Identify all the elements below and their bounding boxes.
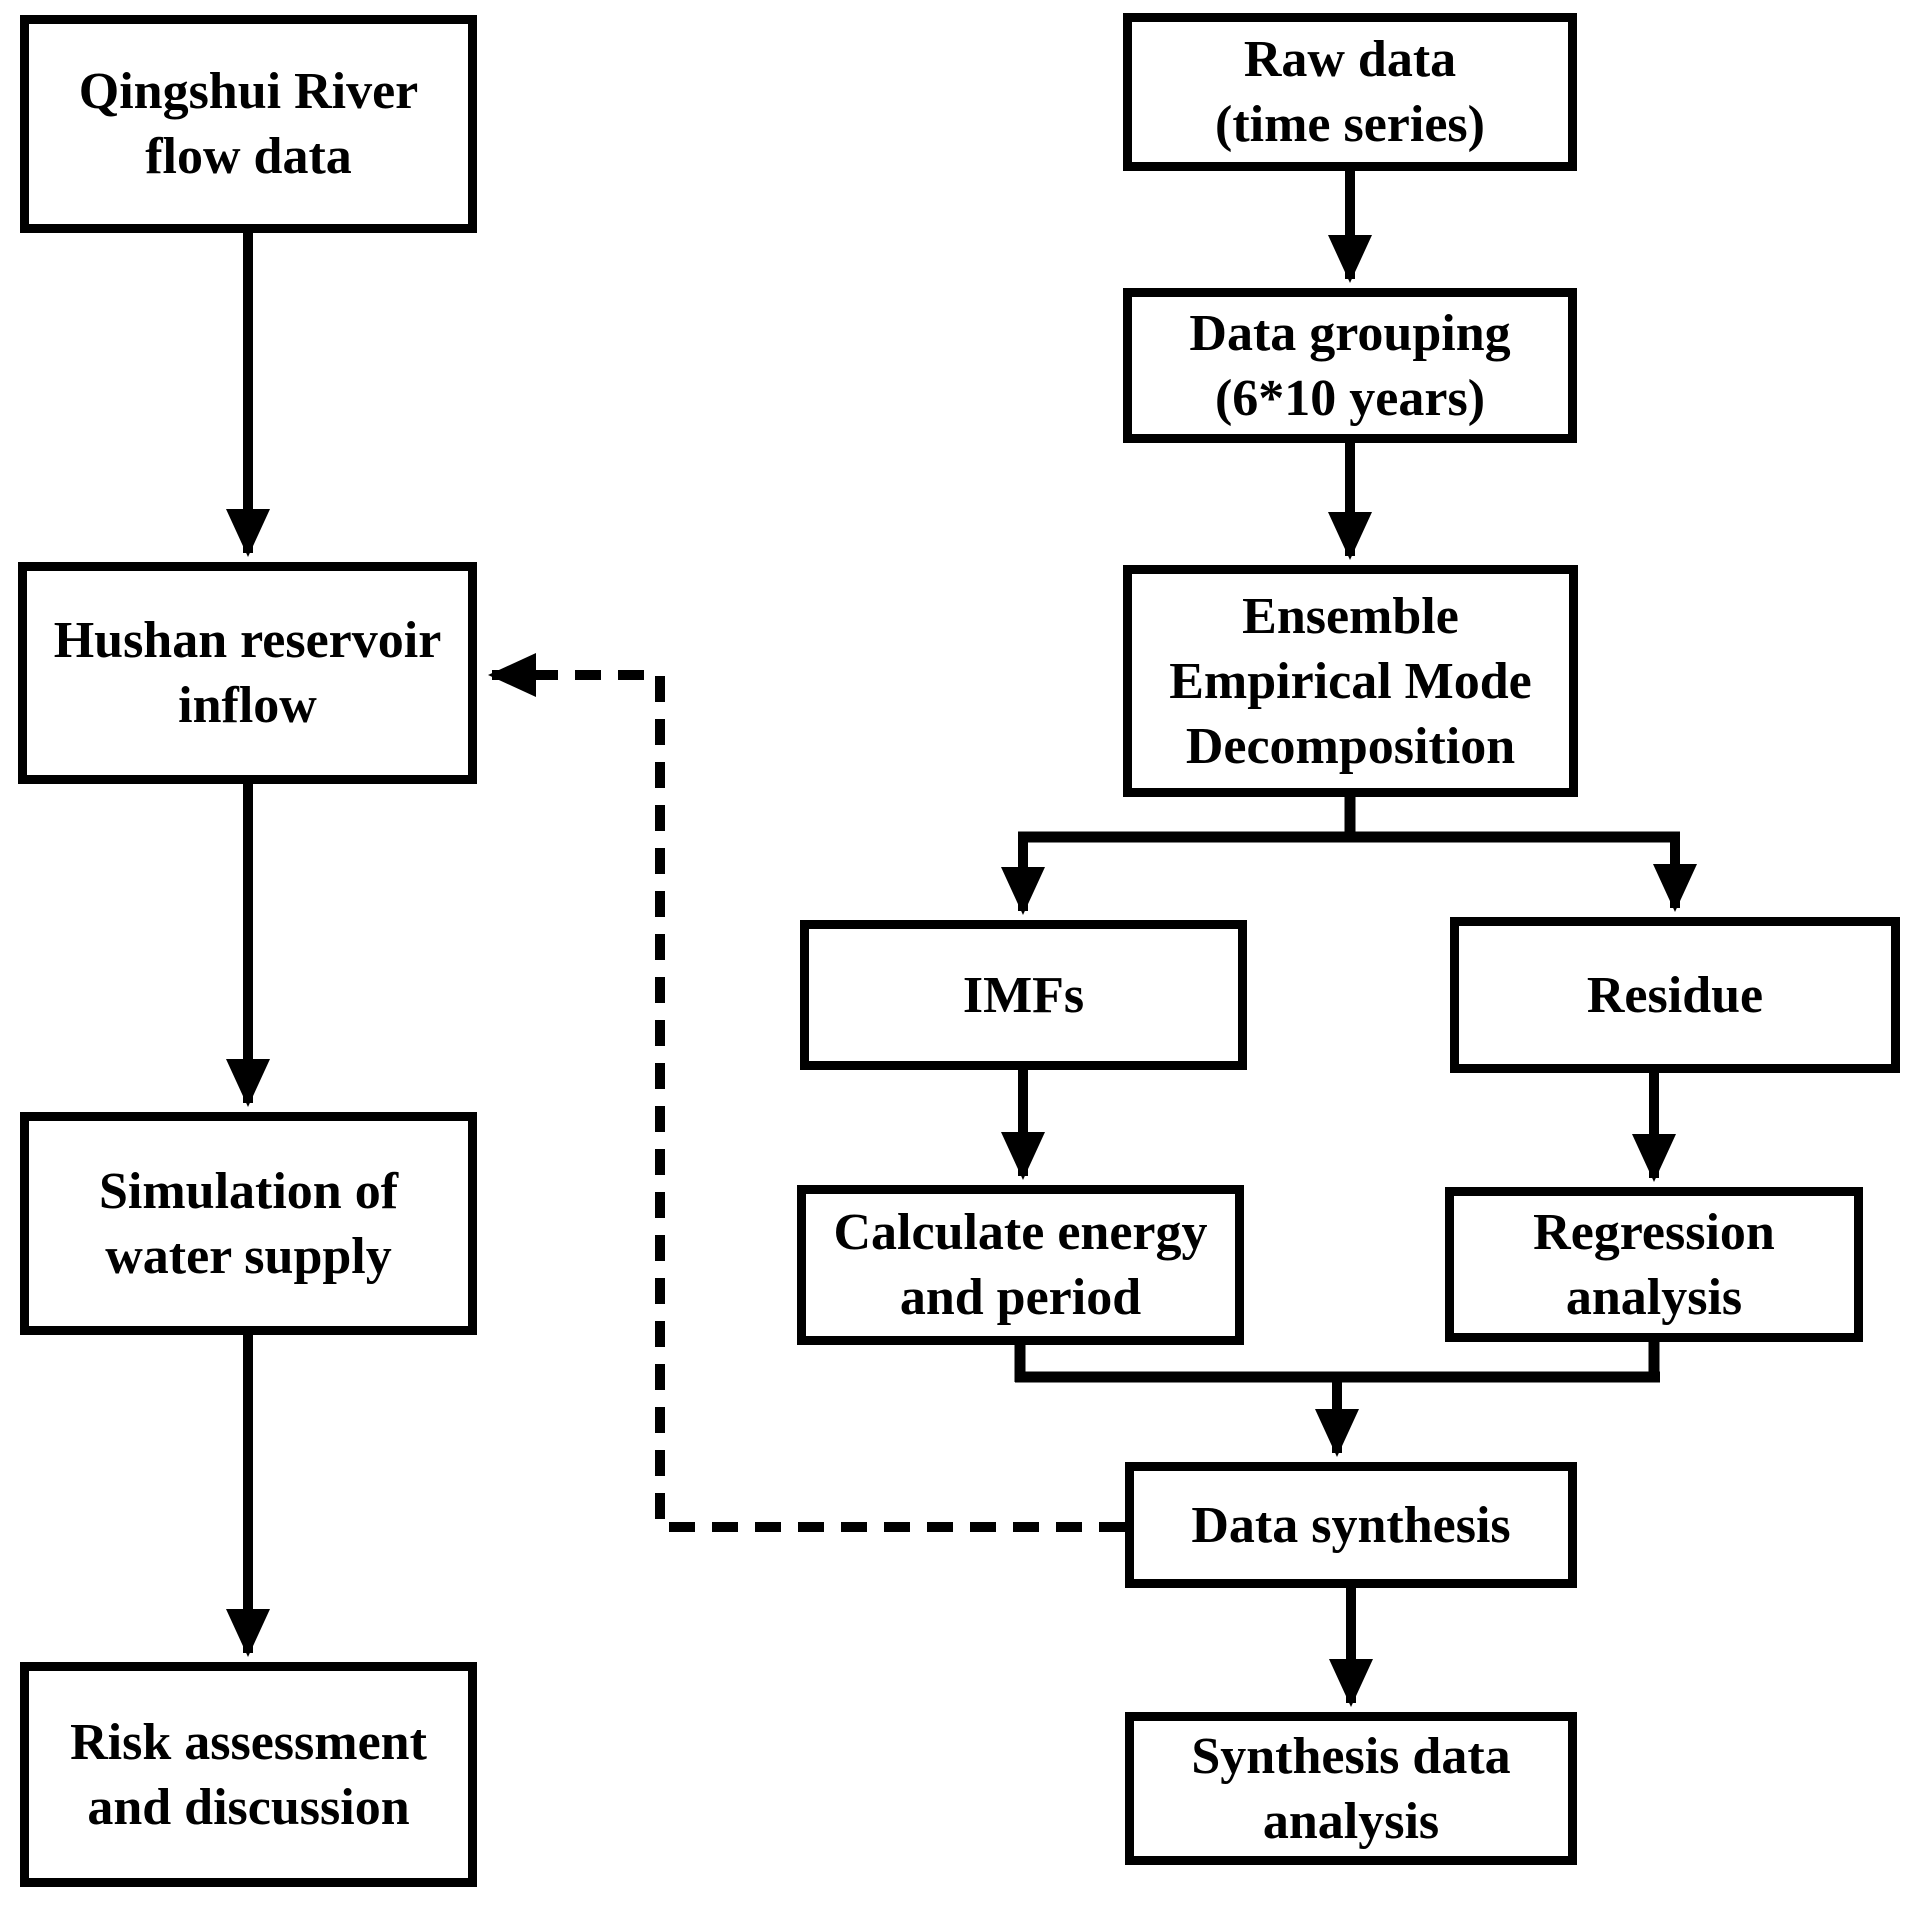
node-hushan-reservoir-inflow: Hushan reservoir inflow (18, 562, 477, 784)
dashed-arrow-data-synthesis-to-hushan-inflow (488, 653, 1125, 1532)
node-raw-data: Raw data (time series) (1123, 13, 1577, 171)
node-risk-assessment-and-discussion: Risk assessment and discussion (20, 1662, 477, 1887)
node-imfs: IMFs (800, 920, 1247, 1070)
node-data-grouping: Data grouping (6*10 years) (1123, 288, 1577, 443)
node-ensemble-empirical-mode-decomposition: Ensemble Empirical Mode Decomposition (1123, 565, 1578, 797)
node-simulation-of-water-supply: Simulation of water supply (20, 1112, 477, 1335)
node-qingshui-river-flow-data: Qingshui River flow data (20, 15, 477, 233)
node-calculate-energy-and-period: Calculate energy and period (797, 1185, 1244, 1345)
node-data-synthesis: Data synthesis (1125, 1462, 1577, 1588)
node-residue: Residue (1450, 917, 1900, 1073)
node-regression-analysis: Regression analysis (1445, 1187, 1863, 1342)
node-synthesis-data-analysis: Synthesis data analysis (1125, 1712, 1577, 1865)
